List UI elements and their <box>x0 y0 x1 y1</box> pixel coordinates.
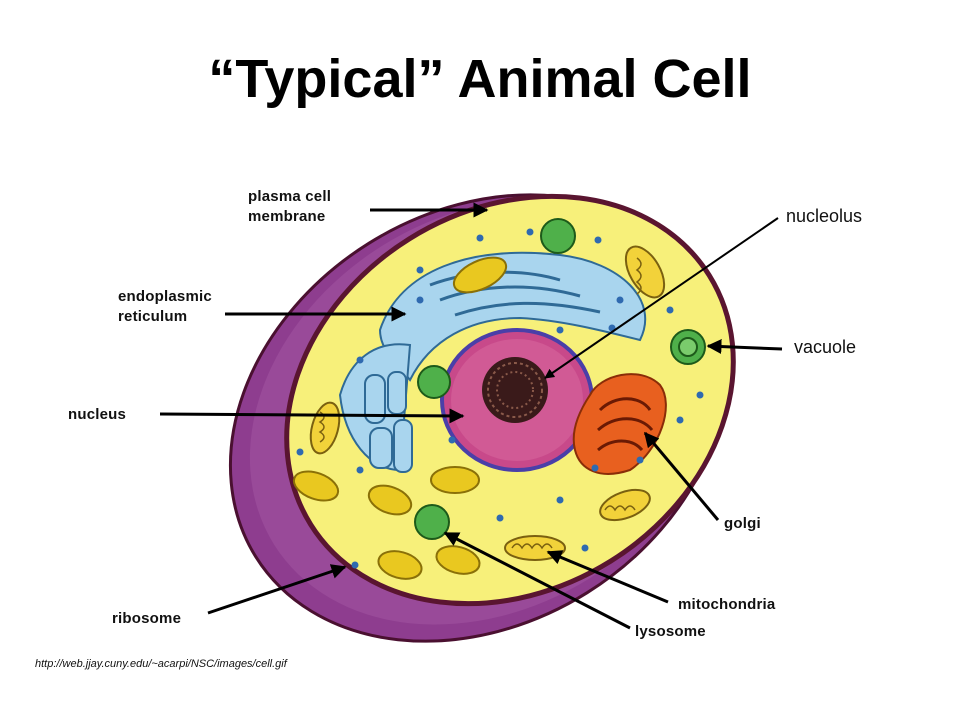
ribosomes <box>296 228 704 569</box>
label-mitochondria: mitochondria <box>678 596 776 613</box>
label-lysosome: lysosome <box>635 623 706 640</box>
arrow-mitochondria <box>546 550 669 604</box>
label-plasma-membrane-line1: plasma cell <box>248 188 331 205</box>
source-url: http://web.jjay.cuny.edu/~acarpi/NSC/ima… <box>35 658 288 670</box>
arrow-nucleus <box>159 408 465 424</box>
arrow-ribosome <box>207 564 347 615</box>
label-er-line2: reticulum <box>118 308 187 325</box>
granules <box>292 256 508 580</box>
label-nucleolus: nucleolus <box>786 206 862 226</box>
label-vacuole: vacuole <box>794 337 856 357</box>
label-nucleus: nucleus <box>68 406 126 423</box>
arrow-golgi <box>643 431 720 521</box>
label-plasma-membrane-line2: membrane <box>248 208 325 225</box>
arrow-lysosome <box>443 531 631 630</box>
label-ribosome: ribosome <box>112 610 181 627</box>
label-er-line1: endoplasmic <box>118 288 212 305</box>
golgi-body <box>572 373 667 475</box>
vacuoles <box>414 218 706 540</box>
arrow-nucleolus <box>544 217 779 379</box>
nucleolus-body <box>482 357 548 423</box>
pointer-arrows <box>159 202 783 630</box>
label-golgi: golgi <box>724 515 761 532</box>
endoplasmic-reticulum <box>338 251 647 473</box>
arrow-vacuole <box>706 339 783 355</box>
slide-title: “Typical” Animal Cell <box>208 49 752 109</box>
